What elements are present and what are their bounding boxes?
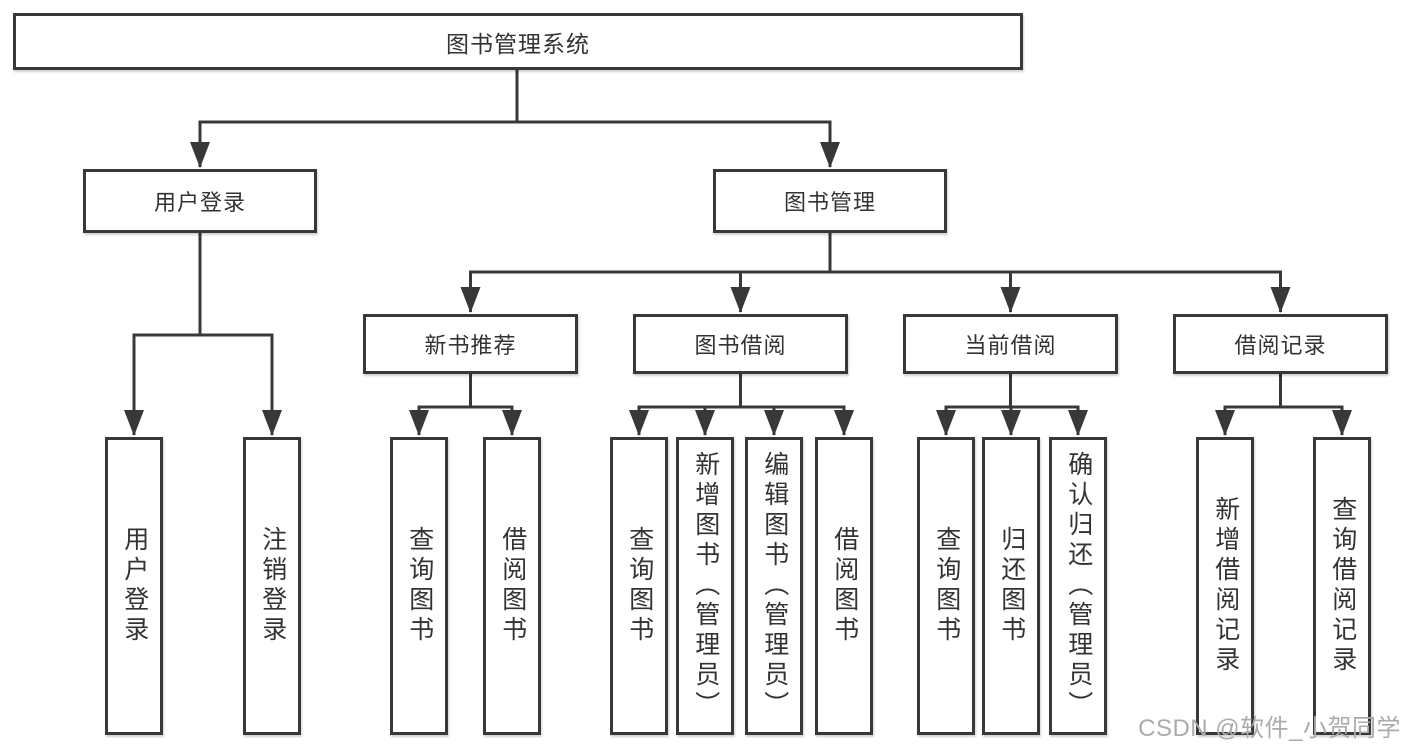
node-label: 当前借阅 — [964, 333, 1057, 358]
leaf-query-books-borrow: 查询图书 — [610, 437, 668, 735]
leaf-logout: 注销登录 — [243, 437, 301, 735]
connector-root-to-level2 — [190, 70, 840, 168]
node-book-management-branch: 图书管理 — [713, 169, 947, 233]
node-label: 查询借阅记录 — [1328, 496, 1357, 676]
node-label: 新增图书（管理员） — [691, 451, 720, 721]
leaf-query-books-recommend: 查询图书 — [390, 437, 448, 735]
leaf-borrow-books-recommend: 借阅图书 — [483, 437, 541, 735]
node-label: 图书管理 — [783, 190, 876, 215]
node-label: 注销登录 — [258, 526, 287, 646]
connector-borrow-records-group — [1215, 373, 1352, 436]
node-label: 查询图书 — [405, 526, 434, 646]
node-label: 借阅记录 — [1234, 333, 1327, 358]
node-label: 编辑图书（管理员） — [760, 451, 789, 721]
node-label: 查询图书 — [932, 526, 961, 646]
node-label: 确认归还（管理员） — [1064, 451, 1093, 721]
leaf-user-login: 用户登录 — [105, 437, 163, 735]
leaf-add-borrow-record: 新增借阅记录 — [1196, 437, 1254, 735]
connector-current-borrow-group — [936, 373, 1088, 436]
node-new-book-recommend: 新书推荐 — [363, 314, 578, 374]
leaf-add-books-admin: 新增图书（管理员） — [676, 437, 734, 735]
leaf-return-books: 归还图书 — [982, 437, 1040, 735]
node-current-borrow: 当前借阅 — [903, 314, 1118, 374]
csdn-watermark: CSDN @软件_小贺同学 — [1138, 715, 1401, 742]
node-label: 借阅图书 — [830, 526, 859, 646]
node-borrow-records: 借阅记录 — [1173, 314, 1388, 374]
node-book-borrow: 图书借阅 — [633, 314, 848, 374]
node-label: 归还图书 — [997, 526, 1026, 646]
connector-new-books-group — [409, 373, 522, 436]
connector-book-borrow-group — [629, 373, 854, 436]
connector-book-branch — [460, 233, 1291, 313]
leaf-edit-books-admin: 编辑图书（管理员） — [745, 437, 803, 735]
leaf-query-borrow-record: 查询借阅记录 — [1313, 437, 1371, 735]
node-label: 用户登录 — [153, 190, 246, 215]
node-label: 图书管理系统 — [446, 30, 590, 57]
node-library-management-system: 图书管理系统 — [13, 13, 1023, 70]
node-label: 查询图书 — [625, 526, 654, 646]
leaf-confirm-return-admin: 确认归还（管理员） — [1049, 437, 1107, 735]
leaf-query-books-current: 查询图书 — [917, 437, 975, 735]
leaf-borrow-books: 借阅图书 — [815, 437, 873, 735]
connector-user-branch — [124, 233, 282, 436]
node-label: 图书借阅 — [694, 333, 787, 358]
node-label: 新书推荐 — [424, 333, 517, 358]
node-label: 用户登录 — [120, 526, 149, 646]
node-user-login-branch: 用户登录 — [83, 169, 317, 233]
node-label: 借阅图书 — [498, 526, 527, 646]
node-label: 新增借阅记录 — [1211, 496, 1240, 676]
